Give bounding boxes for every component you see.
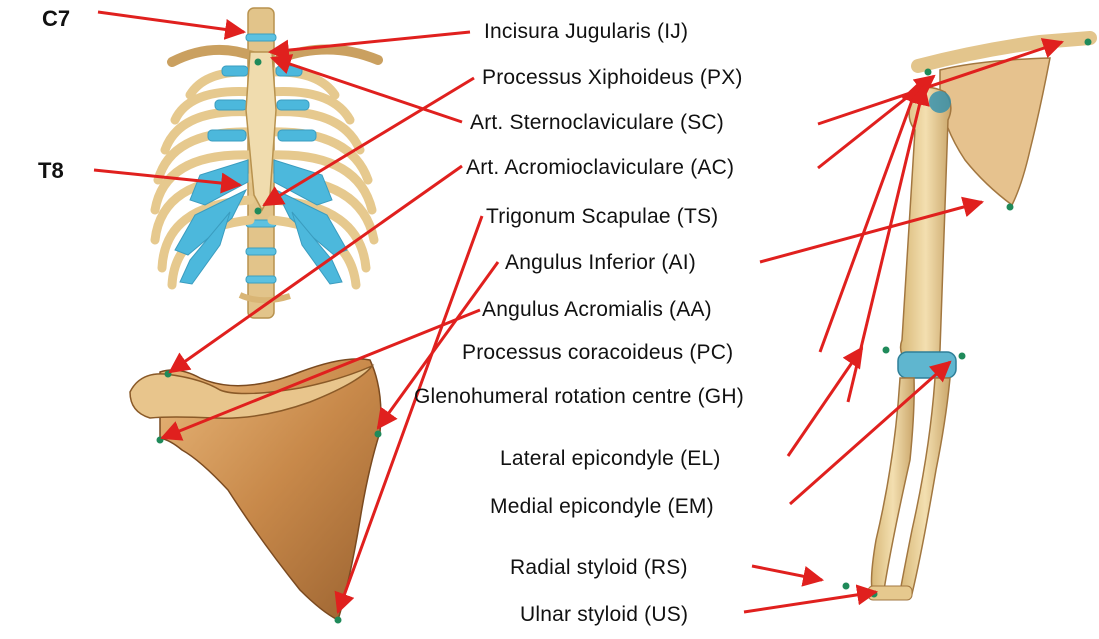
label-el: Lateral epicondyle (EL) xyxy=(500,447,721,471)
label-em: Medial epicondyle (EM) xyxy=(490,495,714,519)
arrow-c7 xyxy=(98,12,244,32)
label-ai: Angulus Inferior (AI) xyxy=(505,251,696,275)
rib-cage xyxy=(155,8,378,318)
humerus xyxy=(901,88,951,363)
label-px: Processus Xiphoideus (PX) xyxy=(482,66,743,90)
px-marker xyxy=(255,208,262,215)
left-clavicle xyxy=(172,50,258,62)
arm-ai-marker xyxy=(1007,204,1014,211)
label-pc: Processus coracoideus (PC) xyxy=(462,341,733,365)
c7-label: C7 xyxy=(42,6,70,32)
arrow-rs xyxy=(752,566,822,580)
arrow-ij xyxy=(270,32,470,52)
ij-marker xyxy=(255,59,262,66)
label-sc: Art. Sternoclaviculare (SC) xyxy=(470,111,724,135)
arm-scapula xyxy=(940,58,1050,205)
arm-sc-marker xyxy=(925,69,932,76)
label-aa: Angulus Acromialis (AA) xyxy=(482,298,712,322)
ai-marker xyxy=(335,617,342,624)
label-ts: Trigonum Scapulae (TS) xyxy=(486,205,718,229)
em-marker xyxy=(883,347,890,354)
ts-marker xyxy=(375,431,382,438)
rs-marker xyxy=(843,583,850,590)
label-us: Ulnar styloid (US) xyxy=(520,603,688,627)
t8-label: T8 xyxy=(38,158,64,184)
label-ij: Incisura Jugularis (IJ) xyxy=(484,20,688,44)
arm-skeleton xyxy=(843,38,1092,600)
scapula-posterior xyxy=(130,359,382,624)
el-marker xyxy=(959,353,966,360)
label-rs: Radial styloid (RS) xyxy=(510,556,688,580)
arrow-us xyxy=(744,592,876,612)
label-gh: Glenohumeral rotation centre (GH) xyxy=(414,385,744,409)
label-ac: Art. Acromioclaviculare (AC) xyxy=(466,156,734,180)
arm-ac-marker xyxy=(1085,39,1092,46)
arrow-el xyxy=(788,348,862,456)
gh-joint xyxy=(929,91,951,113)
right-clavicle xyxy=(280,49,378,60)
